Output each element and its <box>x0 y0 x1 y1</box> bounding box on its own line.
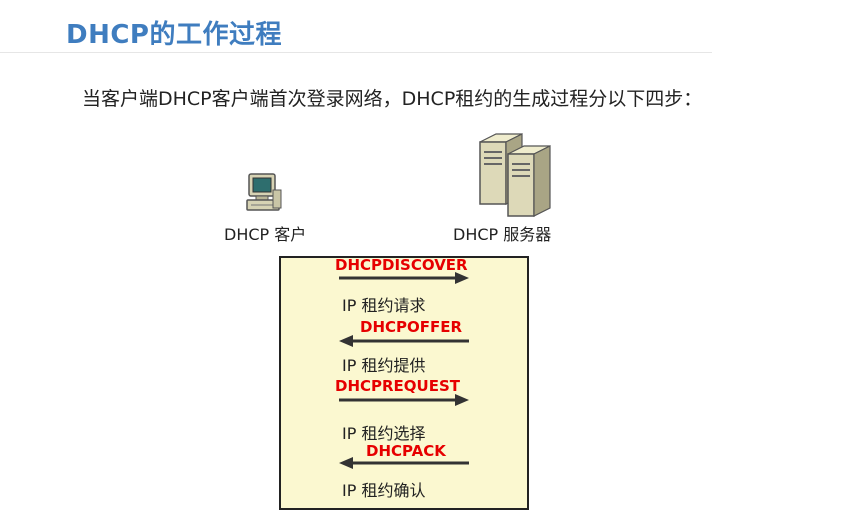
step-description: IP 租约提供 <box>342 356 426 375</box>
server-label: DHCP 服务器 <box>453 225 552 244</box>
arrow-left-icon <box>339 335 469 347</box>
arrow-left-icon <box>339 457 469 469</box>
arrow-right-icon <box>339 272 469 284</box>
step-description: IP 租约确认 <box>342 481 426 500</box>
arrow-right-icon <box>339 394 469 406</box>
intro-text: 当客户端DHCP客户端首次登录网络，DHCP租约的生成过程分以下四步： <box>82 88 703 110</box>
step-description: IP 租约请求 <box>342 296 426 315</box>
message-dhcpoffer: DHCPOFFER <box>360 318 463 336</box>
client-label: DHCP 客户 <box>224 225 307 244</box>
computer-icon <box>246 173 282 211</box>
message-dhcpdiscover: DHCPDISCOVER <box>335 256 468 274</box>
title-divider <box>0 52 712 53</box>
step-description: IP 租约选择 <box>342 424 426 443</box>
message-dhcprequest: DHCPREQUEST <box>335 377 461 395</box>
message-dhcpack: DHCPACK <box>366 442 446 460</box>
exchange-panel <box>279 256 529 510</box>
server-icon <box>479 133 551 217</box>
slide-title: DHCP的工作过程 <box>66 20 282 50</box>
